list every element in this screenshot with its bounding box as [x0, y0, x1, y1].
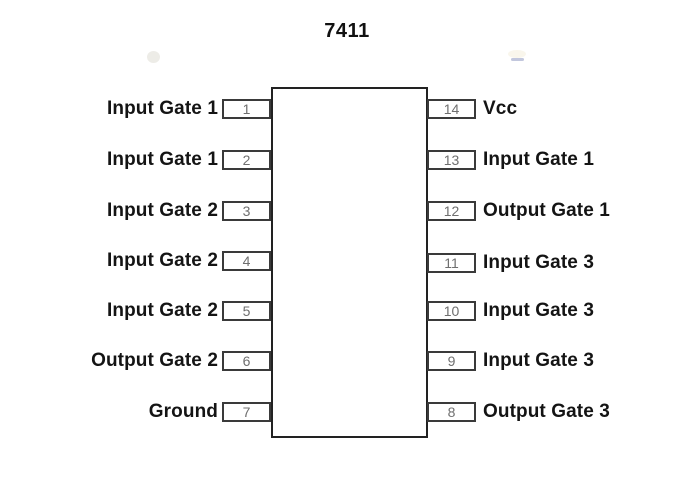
watermark-smudge	[508, 50, 526, 58]
pin-number: 14	[443, 101, 460, 117]
pin-label: Input Gate 1	[107, 98, 218, 119]
pin-row-1: Input Gate 1 1	[0, 96, 271, 122]
pin-row-13: 13 Input Gate 1	[427, 147, 700, 173]
pin-row-8: 8 Output Gate 3	[427, 399, 700, 425]
pin-label: Input Gate 3	[483, 300, 594, 321]
pin-row-12: 12 Output Gate 1	[427, 198, 700, 224]
pin-number: 3	[242, 203, 251, 219]
watermark-smudge	[147, 51, 160, 63]
pin-number: 10	[443, 303, 460, 319]
pin-number: 6	[242, 353, 251, 369]
pin-number: 13	[443, 152, 460, 168]
pin-number: 12	[443, 203, 460, 219]
pin-number: 9	[447, 353, 456, 369]
pin-box: 7	[222, 402, 271, 422]
pin-label: Input Gate 1	[107, 149, 218, 170]
pin-box: 12	[427, 201, 476, 221]
pin-row-3: Input Gate 2 3	[0, 198, 271, 224]
pin-box: 11	[427, 253, 476, 273]
pin-number: 2	[242, 152, 251, 168]
watermark-smudge	[511, 58, 524, 61]
pin-label: Output Gate 1	[483, 200, 610, 221]
pin-row-10: 10 Input Gate 3	[427, 298, 700, 324]
pin-box: 3	[222, 201, 271, 221]
pin-label: Vcc	[483, 98, 518, 119]
pin-box: 14	[427, 99, 476, 119]
pin-label: Output Gate 3	[483, 401, 610, 422]
pin-number: 7	[242, 404, 251, 420]
pin-row-14: 14 Vcc	[427, 96, 700, 122]
pin-number: 11	[444, 255, 459, 271]
pin-box: 8	[427, 402, 476, 422]
pin-row-2: Input Gate 1 2	[0, 147, 271, 173]
pin-box: 9	[427, 351, 476, 371]
pin-box: 4	[222, 251, 271, 271]
pin-row-5: Input Gate 2 5	[0, 298, 271, 324]
pin-row-7: Ground 7	[0, 399, 271, 425]
pin-number: 5	[242, 303, 251, 319]
pin-box: 5	[222, 301, 271, 321]
pin-label: Ground	[148, 401, 218, 422]
pin-row-6: Output Gate 2 6	[0, 348, 271, 374]
pin-row-9: 9 Input Gate 3	[427, 348, 700, 374]
pin-row-11: 11 Input Gate 3	[427, 250, 700, 276]
pin-label: Input Gate 2	[107, 200, 218, 221]
pin-number: 4	[242, 253, 251, 269]
pin-box: 2	[222, 150, 271, 170]
pin-row-4: Input Gate 2 4	[0, 248, 271, 274]
pin-box: 13	[427, 150, 476, 170]
pin-label: Input Gate 2	[107, 300, 218, 321]
pin-box: 6	[222, 351, 271, 371]
ic-body	[271, 87, 428, 438]
pin-box: 10	[427, 301, 476, 321]
pin-box: 1	[222, 99, 271, 119]
pin-label: Input Gate 2	[107, 250, 218, 271]
pin-label: Input Gate 1	[483, 149, 594, 170]
pin-label: Input Gate 3	[483, 252, 594, 273]
pin-label: Input Gate 3	[483, 350, 594, 371]
pin-number: 1	[242, 101, 251, 117]
chip-title: 7411	[324, 20, 370, 42]
pin-number: 8	[447, 404, 456, 420]
pin-label: Output Gate 2	[91, 350, 218, 371]
